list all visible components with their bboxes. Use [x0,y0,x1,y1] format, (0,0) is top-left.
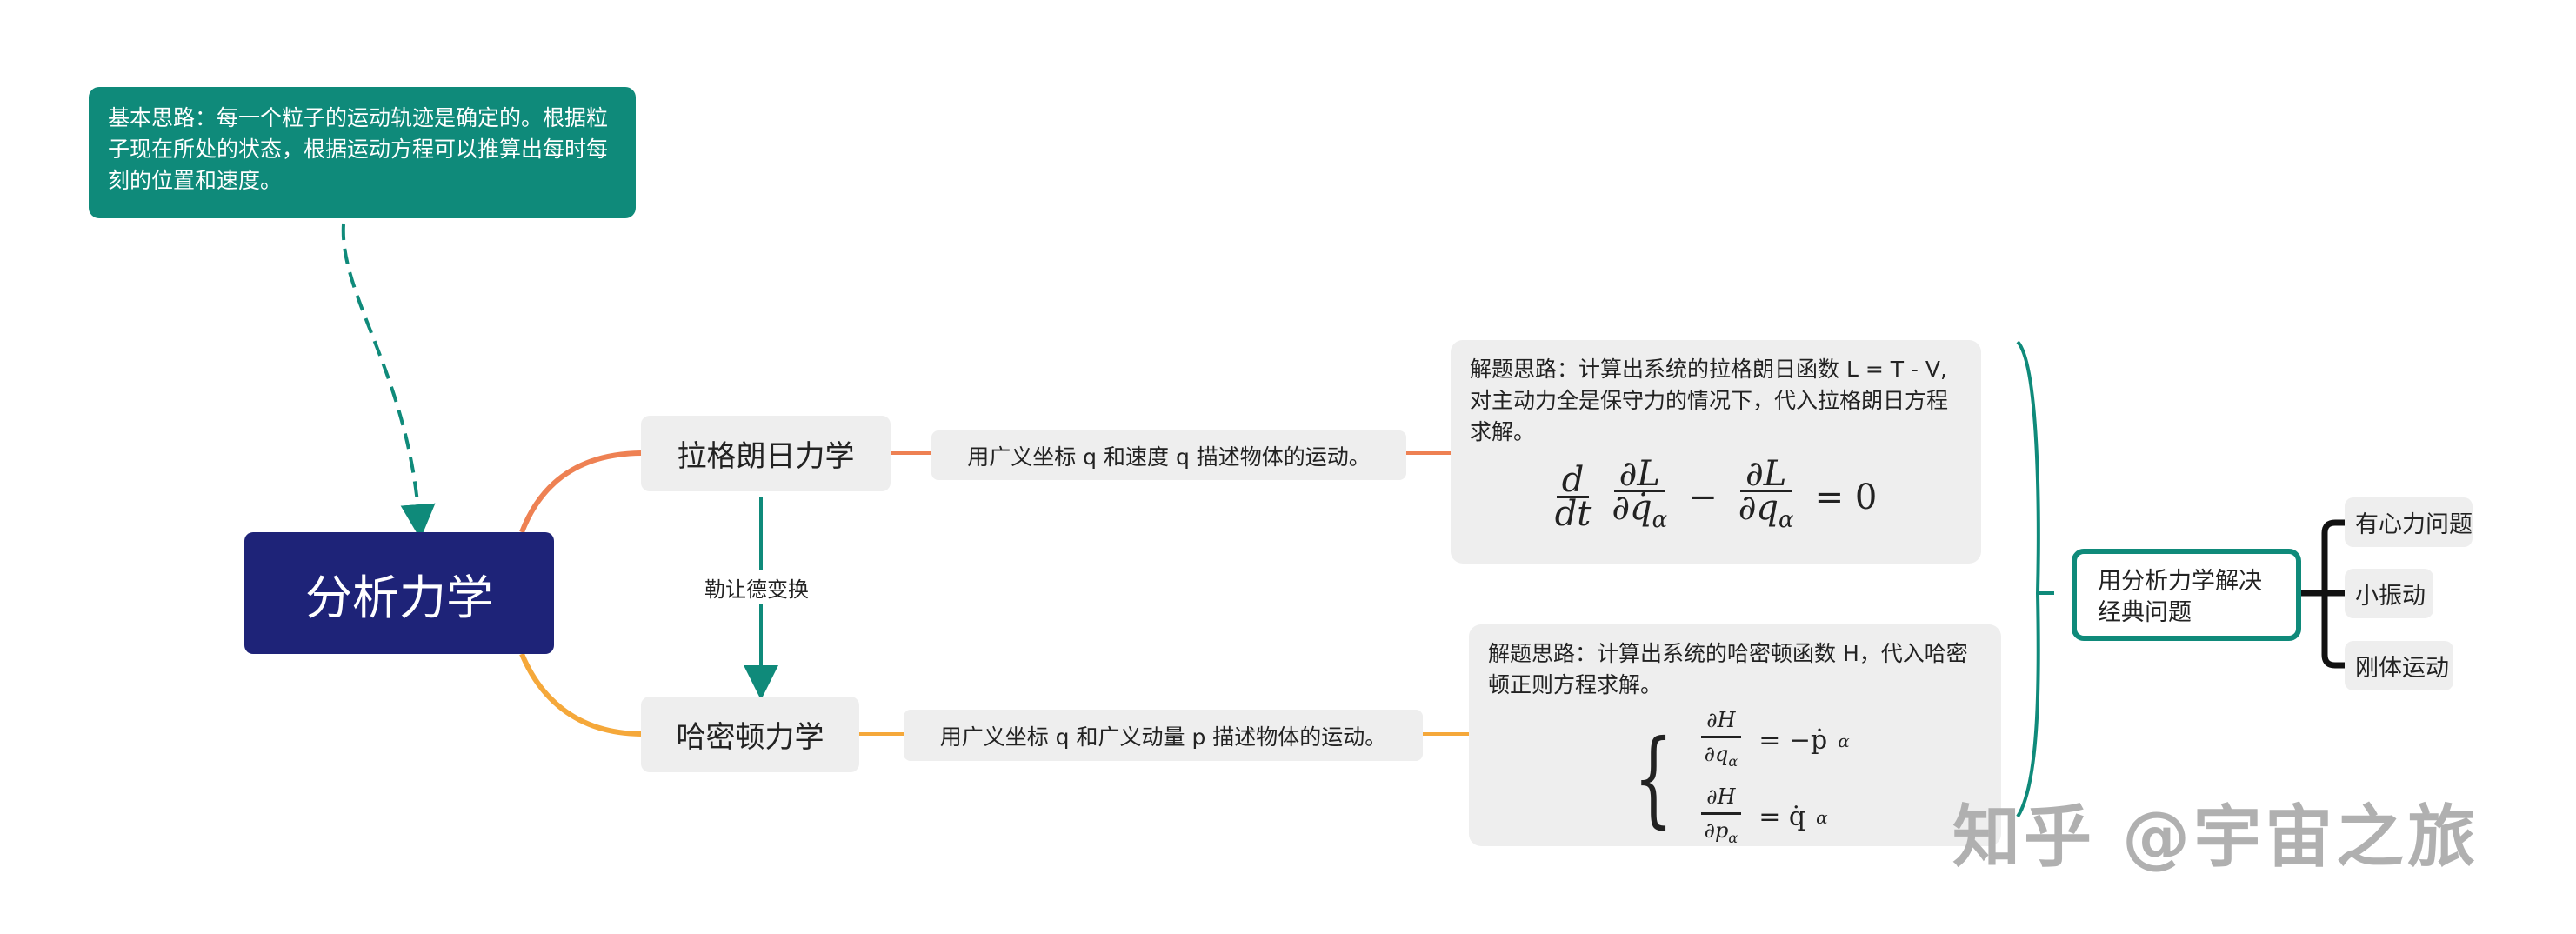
eq-sub1: α [1652,507,1668,533]
eq-d: d [1556,463,1590,498]
connector-hamilton [519,652,642,737]
hamilton-method-text: 解题思路：计算出系统的哈密顿函数 H，代入哈密顿正则方程求解。 [1488,641,1968,697]
problem-small-oscillation[interactable]: 小振动 [2345,569,2433,618]
note-text: 基本思路：每一个粒子的运动轨迹是确定的。根据粒子现在所处的状态，根据运动方程可以… [108,105,609,193]
lagrange-label: 拉格朗日力学 [677,439,855,474]
hamilton-description[interactable]: 用广义坐标 q 和广义动量 p 描述物体的运动。 [904,710,1423,761]
eq-den2: ∂q [1738,488,1779,528]
root-label: 分析力学 [305,570,493,625]
eq-minus: − [1688,477,1718,517]
h2-rhs-sub: α [1816,806,1828,828]
h2-sub: α [1728,829,1738,846]
dashed-arrow [341,223,436,539]
lagrange-description[interactable]: 用广义坐标 q 和速度 q 描述物体的运动。 [931,430,1406,480]
hamilton-equation-2: ∂H∂pα = q̇α [1694,781,1850,854]
legendre-transform-label: 勒让德变换 [701,570,812,604]
problems-bracket [2301,519,2345,669]
problem-label: 小振动 [2355,583,2426,610]
h1-rhs-sub: α [1838,730,1850,751]
h1-num: ∂H [1701,704,1741,738]
eq-equals-zero: = 0 [1814,477,1878,517]
lagrange-method-box[interactable]: 解题思路：计算出系统的拉格朗日函数 L = T - V,对主动力全是保守力的情况… [1451,340,1981,564]
hamilton-method-box[interactable]: 解题思路：计算出系统的哈密顿函数 H，代入哈密顿正则方程求解。 { ∂H∂qα … [1469,624,2001,846]
eq-sub2: α [1779,507,1794,533]
lagrange-method-text: 解题思路：计算出系统的拉格朗日函数 L = T - V,对主动力全是保守力的情况… [1470,357,1949,444]
h1-rhs: = −ṗ [1758,724,1828,756]
h2-num: ∂H [1701,781,1741,815]
h1-den: ∂q [1704,742,1729,766]
solve-classic-problems-node[interactable]: 用分析力学解决经典问题 [2072,549,2301,641]
lagrange-node[interactable]: 拉格朗日力学 [641,416,891,491]
eq-num2: ∂L [1740,457,1792,492]
hamilton-node[interactable]: 哈密顿力学 [641,697,859,772]
brace-icon: { [1633,717,1674,839]
lagrange-description-text: 用广义坐标 q 和速度 q 描述物体的运动。 [967,444,1371,470]
eq-dt: dt [1554,494,1592,534]
eq-den1: ∂q̇ [1612,488,1652,528]
hamilton-description-text: 用广义坐标 q 和广义动量 p 描述物体的运动。 [939,724,1387,750]
summary-bracket [2016,340,2040,818]
root-node[interactable]: 分析力学 [244,532,554,654]
watermark: 知乎 @宇宙之旅 [1952,798,2479,877]
h2-rhs: = q̇ [1758,801,1806,832]
h2-den: ∂p [1704,817,1729,843]
problem-label: 有心力问题 [2355,511,2473,538]
problem-label: 刚体运动 [2355,655,2449,682]
eq-num1: ∂L [1613,457,1665,492]
h1-sub: α [1728,752,1738,770]
connector-lagrange [519,450,642,534]
problem-rigid-body[interactable]: 刚体运动 [2345,641,2453,690]
problem-central-force[interactable]: 有心力问题 [2345,497,2473,547]
hamilton-label: 哈密顿力学 [676,720,824,755]
solve-label: 用分析力学解决经典问题 [2098,568,2262,626]
basic-idea-note[interactable]: 基本思路：每一个粒子的运动轨迹是确定的。根据粒子现在所处的状态，根据运动方程可以… [89,87,636,218]
